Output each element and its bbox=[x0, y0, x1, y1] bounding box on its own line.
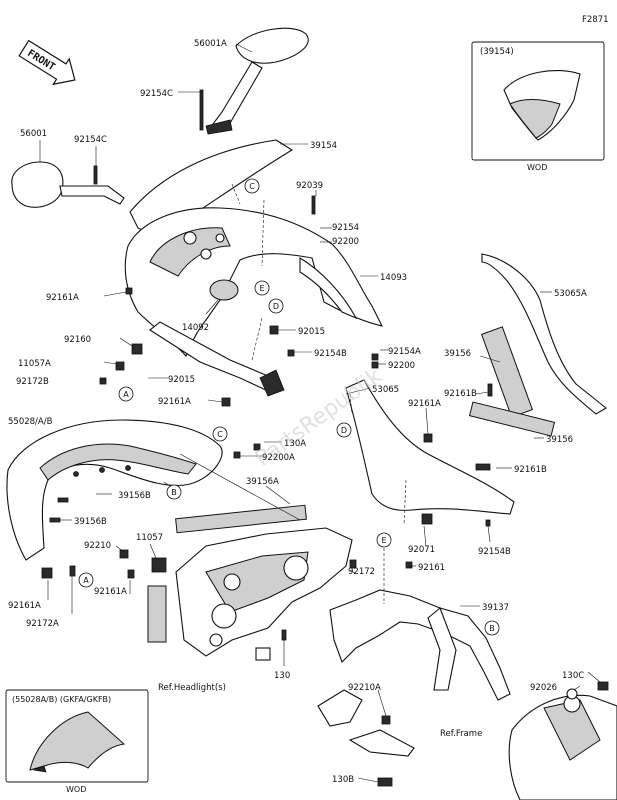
side-panel-lower bbox=[345, 379, 515, 515]
leader-lines bbox=[39, 43, 601, 783]
part-callout: 39156A bbox=[246, 477, 279, 487]
circle-ref-letter: A bbox=[123, 390, 129, 399]
part-callout: 130 bbox=[274, 671, 290, 681]
mirror-right bbox=[205, 27, 309, 135]
circle-ref-letter: B bbox=[171, 488, 177, 497]
part-callout: 14093 bbox=[380, 273, 407, 283]
circle-ref-letter: E bbox=[381, 536, 386, 545]
part-callout: 92160 bbox=[64, 335, 91, 345]
part-callout: 92172 bbox=[348, 567, 375, 577]
inset-bottom-note: WOD bbox=[66, 785, 86, 794]
part-callout: 55028/A/B bbox=[8, 417, 53, 427]
part-callout: 92161B bbox=[514, 465, 547, 475]
part-callout: 92161A bbox=[8, 601, 41, 611]
ref-frame-label: Ref.Frame bbox=[440, 729, 482, 739]
circle-ref-marker: B bbox=[166, 484, 182, 500]
part-callouts: 56001A 92154C 39154 56001 92154C 92039 92154 92… bbox=[8, 39, 587, 785]
trim-39156a bbox=[175, 504, 307, 534]
part-callout: 11057A bbox=[18, 359, 51, 369]
upper-cowl bbox=[124, 207, 384, 397]
part-callout: 92154A bbox=[388, 347, 421, 357]
frame-head bbox=[508, 694, 617, 800]
part-callout: 92071 bbox=[408, 545, 435, 555]
ref-headlight-label: Ref.Headlight(s) bbox=[158, 683, 226, 693]
circle-ref-letter: D bbox=[341, 426, 347, 435]
part-callout: 92154 bbox=[332, 223, 359, 233]
part-callout: 92161A bbox=[158, 397, 191, 407]
part-callout: 92161A bbox=[408, 399, 441, 409]
part-callout: 92015 bbox=[168, 375, 195, 385]
part-callout: 39156B bbox=[118, 491, 151, 501]
circle-ref-marker: D bbox=[336, 422, 352, 438]
circle-ref-marker: E bbox=[376, 532, 392, 548]
part-callout: 92200 bbox=[388, 361, 415, 371]
part-callout: 130A bbox=[284, 439, 306, 449]
headlight-assembly bbox=[175, 527, 353, 661]
trim-39156a-vertical bbox=[147, 585, 167, 643]
inset-top-note: WOD bbox=[527, 163, 547, 172]
lower-cowl bbox=[6, 419, 223, 561]
figure-code: F2871 bbox=[582, 15, 609, 25]
part-callout: 39156 bbox=[444, 349, 471, 359]
part-callout: 92161A bbox=[94, 587, 127, 597]
trim-39156-b bbox=[468, 401, 556, 437]
circle-ref-marker: E bbox=[254, 280, 270, 296]
part-callout: 92172A bbox=[26, 619, 59, 629]
front-arrow-icon: FRONT bbox=[18, 39, 76, 86]
part-callout: 53065A bbox=[554, 289, 587, 299]
mirror-left bbox=[11, 161, 125, 208]
part-callout: 130C bbox=[562, 671, 584, 681]
part-callout: 92161A bbox=[46, 293, 79, 303]
part-callout: 92210A bbox=[348, 683, 381, 693]
part-callout: 130B bbox=[332, 775, 354, 785]
part-callout: 92172B bbox=[16, 377, 49, 387]
circle-ref-letter: A bbox=[83, 576, 89, 585]
inset-windshield-box: (39154) WOD bbox=[471, 41, 605, 172]
side-panel-upper bbox=[481, 253, 607, 415]
circle-ref-letter: E bbox=[259, 284, 264, 293]
frame-stay-bracket bbox=[317, 589, 511, 757]
part-callout: 92210 bbox=[84, 541, 111, 551]
part-callout: 92015 bbox=[298, 327, 325, 337]
part-callout: 92200 bbox=[332, 237, 359, 247]
part-callout: 92154B bbox=[314, 349, 347, 359]
inset-top-code: (39154) bbox=[480, 47, 514, 57]
circle-ref-letter: C bbox=[249, 182, 255, 191]
circle-ref-marker: C bbox=[244, 178, 260, 194]
trim-39156-a bbox=[480, 326, 534, 418]
part-callout: 39137 bbox=[482, 603, 509, 613]
part-callout: 92161 bbox=[418, 563, 445, 573]
part-callout: 39156B bbox=[74, 517, 107, 527]
part-callout: 14092 bbox=[182, 323, 209, 333]
inset-bottom-code: (55028A/B) (GKFA/GKFB) bbox=[12, 695, 111, 704]
circle-ref-marker: D bbox=[268, 298, 284, 314]
part-callout: 53065 bbox=[372, 385, 399, 395]
part-callout: 92154B bbox=[478, 547, 511, 557]
part-callout: 39154 bbox=[310, 141, 337, 151]
inset-cowl-box: (55028A/B) (GKFA/GKFB) WOD bbox=[5, 689, 149, 794]
part-callout: 92154C bbox=[74, 135, 107, 145]
part-callout: 92154C bbox=[140, 89, 173, 99]
part-callout: 56001A bbox=[194, 39, 227, 49]
circle-ref-letter: C bbox=[217, 430, 223, 439]
part-callout: 92161B bbox=[444, 389, 477, 399]
part-callout: 11057 bbox=[136, 533, 163, 543]
part-callout: 92200A bbox=[262, 453, 295, 463]
hardware bbox=[41, 89, 609, 787]
part-callout: 92039 bbox=[296, 181, 323, 191]
circle-ref-marker: C bbox=[212, 426, 228, 442]
circle-ref-marker: A bbox=[78, 572, 94, 588]
circle-ref-marker: A bbox=[118, 386, 134, 402]
circle-ref-letter: D bbox=[273, 302, 279, 311]
cowl-option-icon bbox=[29, 711, 126, 771]
circle-ref-marker: B bbox=[484, 620, 500, 636]
part-callout: 56001 bbox=[20, 129, 47, 139]
part-callout: 39156 bbox=[546, 435, 573, 445]
circle-ref-letter: B bbox=[489, 624, 495, 633]
part-callout: 92026 bbox=[530, 683, 557, 693]
